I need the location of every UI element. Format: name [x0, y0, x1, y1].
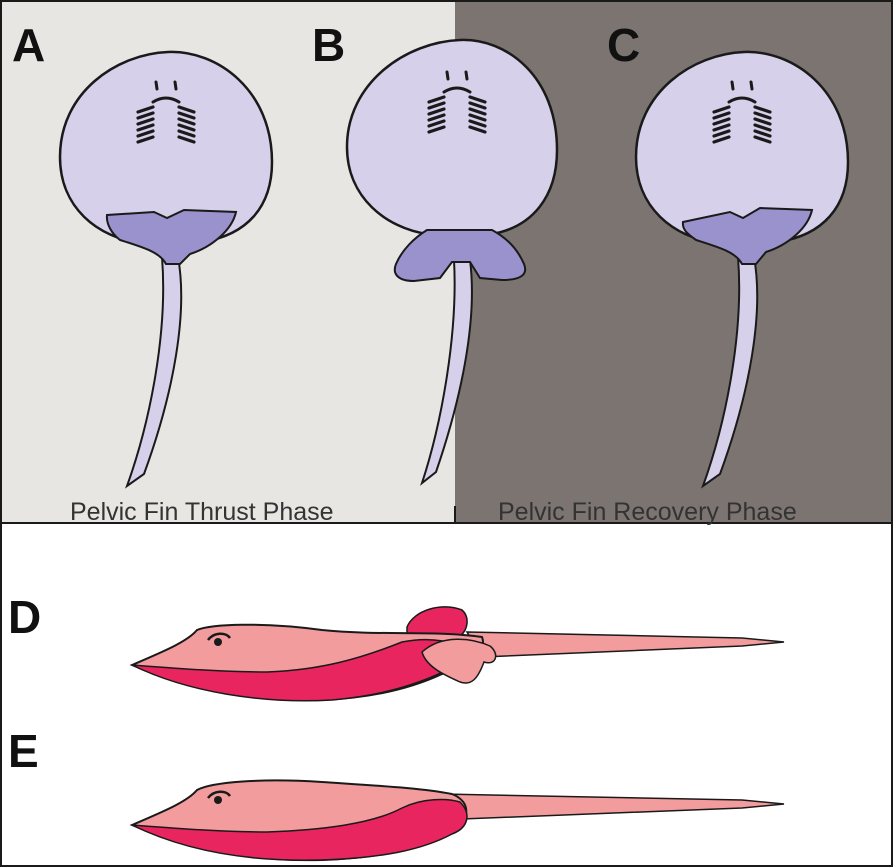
- ray-e-lateral: [132, 780, 784, 860]
- ray-a-pelvic-fins: [107, 210, 236, 264]
- panel-label-d: D: [8, 594, 41, 640]
- ray-a-tail: [127, 257, 181, 486]
- panel-label-c: C: [607, 22, 640, 68]
- ray-b-ventral: [347, 40, 557, 483]
- ray-c-body: [636, 52, 848, 243]
- panel-label-b: B: [312, 22, 345, 68]
- ray-a-ventral: [60, 52, 272, 486]
- dorsal-view-panel: A B C Pelvic Fin Thrust Phase Pelvic Fin…: [2, 2, 891, 524]
- panel-label-a: A: [12, 22, 45, 68]
- recovery-phase-caption: Pelvic Fin Recovery Phase: [498, 500, 797, 525]
- ray-e-tail: [442, 794, 784, 819]
- ray-c-tail: [703, 257, 757, 486]
- ventral-view-drawings: [2, 2, 891, 522]
- ray-e-eye-pupil: [214, 796, 222, 804]
- ray-a-body: [60, 52, 272, 243]
- panel-label-e: E: [8, 728, 39, 774]
- lateral-view-drawings: [2, 524, 891, 867]
- ray-d-tail: [467, 632, 784, 657]
- ray-b-body: [347, 40, 557, 234]
- ray-c-ventral: [636, 52, 848, 486]
- ray-b-tail: [422, 260, 472, 483]
- ray-d-lateral: [132, 607, 784, 701]
- thrust-phase-caption: Pelvic Fin Thrust Phase: [70, 500, 334, 525]
- ray-d-eye-pupil: [214, 638, 222, 646]
